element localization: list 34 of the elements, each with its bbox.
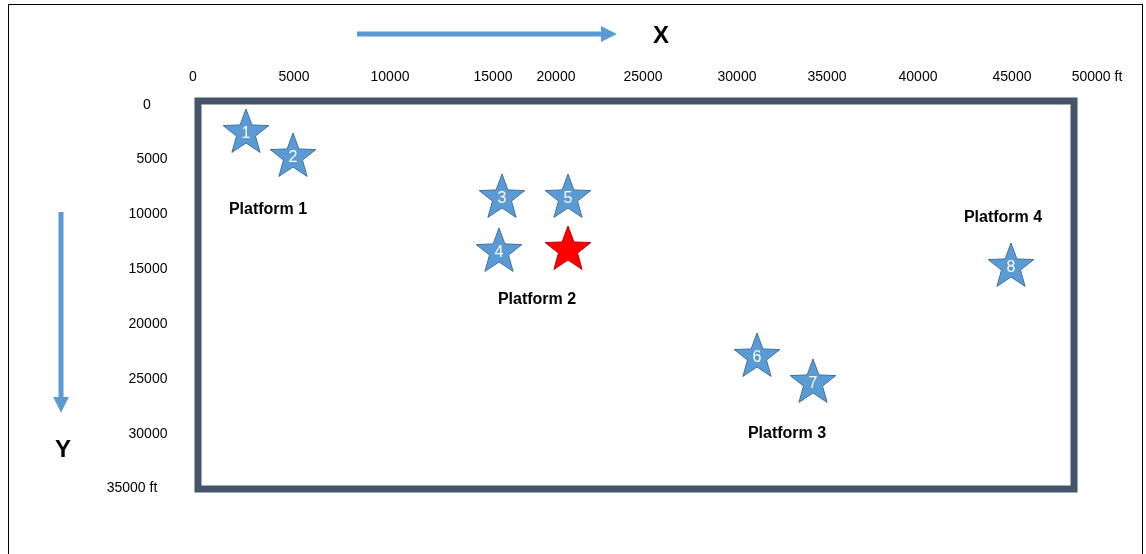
platform-label: Platform 2	[497, 290, 577, 308]
tick-label: 20000	[128, 315, 168, 331]
tick-label: 10000	[128, 205, 168, 221]
tick-label: 10000	[370, 68, 410, 84]
tick-label: 20000	[536, 68, 576, 84]
tick-label: 15000	[128, 260, 168, 276]
platform-label: Platform 3	[747, 424, 827, 442]
well-star: 2	[268, 131, 318, 179]
tick-label: 5000	[278, 68, 310, 84]
platform-label: Platform 1	[228, 200, 308, 218]
axis-label: Y	[55, 435, 71, 463]
well-star: 6	[732, 331, 782, 379]
tick-label: 50000 ft	[1071, 68, 1123, 84]
tick-label: 30000	[717, 68, 757, 84]
marker-star	[543, 224, 593, 272]
well-star: 4	[474, 226, 524, 274]
tick-label: 45000	[992, 68, 1032, 84]
well-star: 3	[477, 172, 527, 220]
tick-label: 0	[189, 68, 197, 84]
tick-label: 25000	[623, 68, 663, 84]
well-star: 7	[788, 357, 838, 405]
tick-label: 30000	[128, 425, 168, 441]
tick-label: 5000	[136, 150, 168, 166]
well-star: 5	[543, 172, 593, 220]
well-star: 1	[221, 107, 271, 155]
tick-label: 35000 ft	[106, 479, 158, 495]
tick-label: 35000	[807, 68, 847, 84]
tick-label: 40000	[898, 68, 938, 84]
tick-label: 25000	[128, 370, 168, 386]
tick-label: 0	[143, 96, 151, 112]
tick-label: 15000	[473, 68, 513, 84]
well-star: 8	[986, 241, 1036, 289]
axis-label: X	[653, 21, 669, 49]
platform-label: Platform 4	[963, 208, 1043, 226]
